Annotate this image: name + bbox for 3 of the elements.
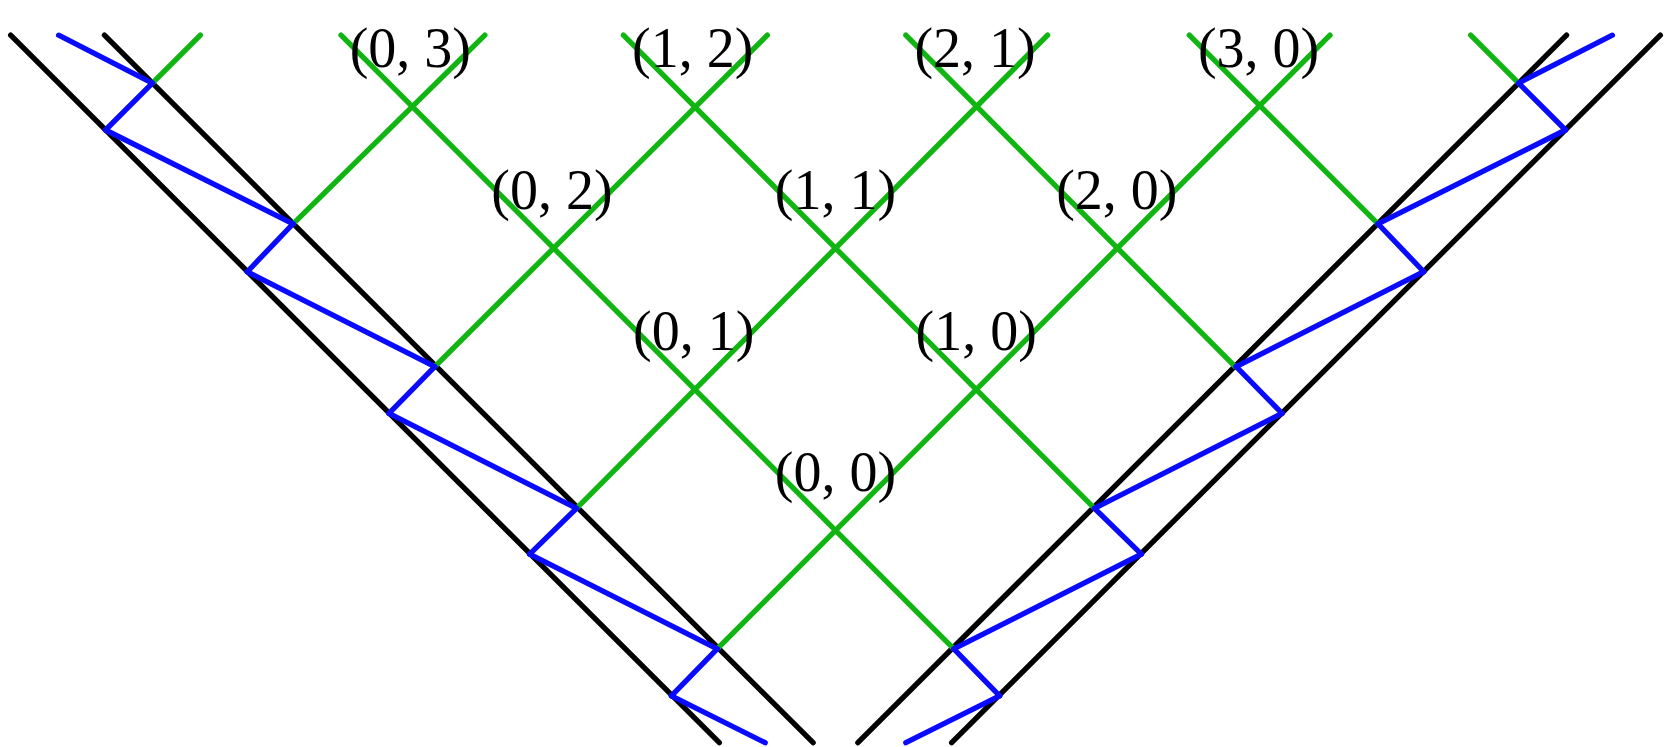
coordinate-label: (0, 1)	[633, 303, 755, 360]
coordinate-label: (0, 0)	[774, 444, 897, 501]
coordinate-label: (1, 0)	[915, 303, 1037, 360]
